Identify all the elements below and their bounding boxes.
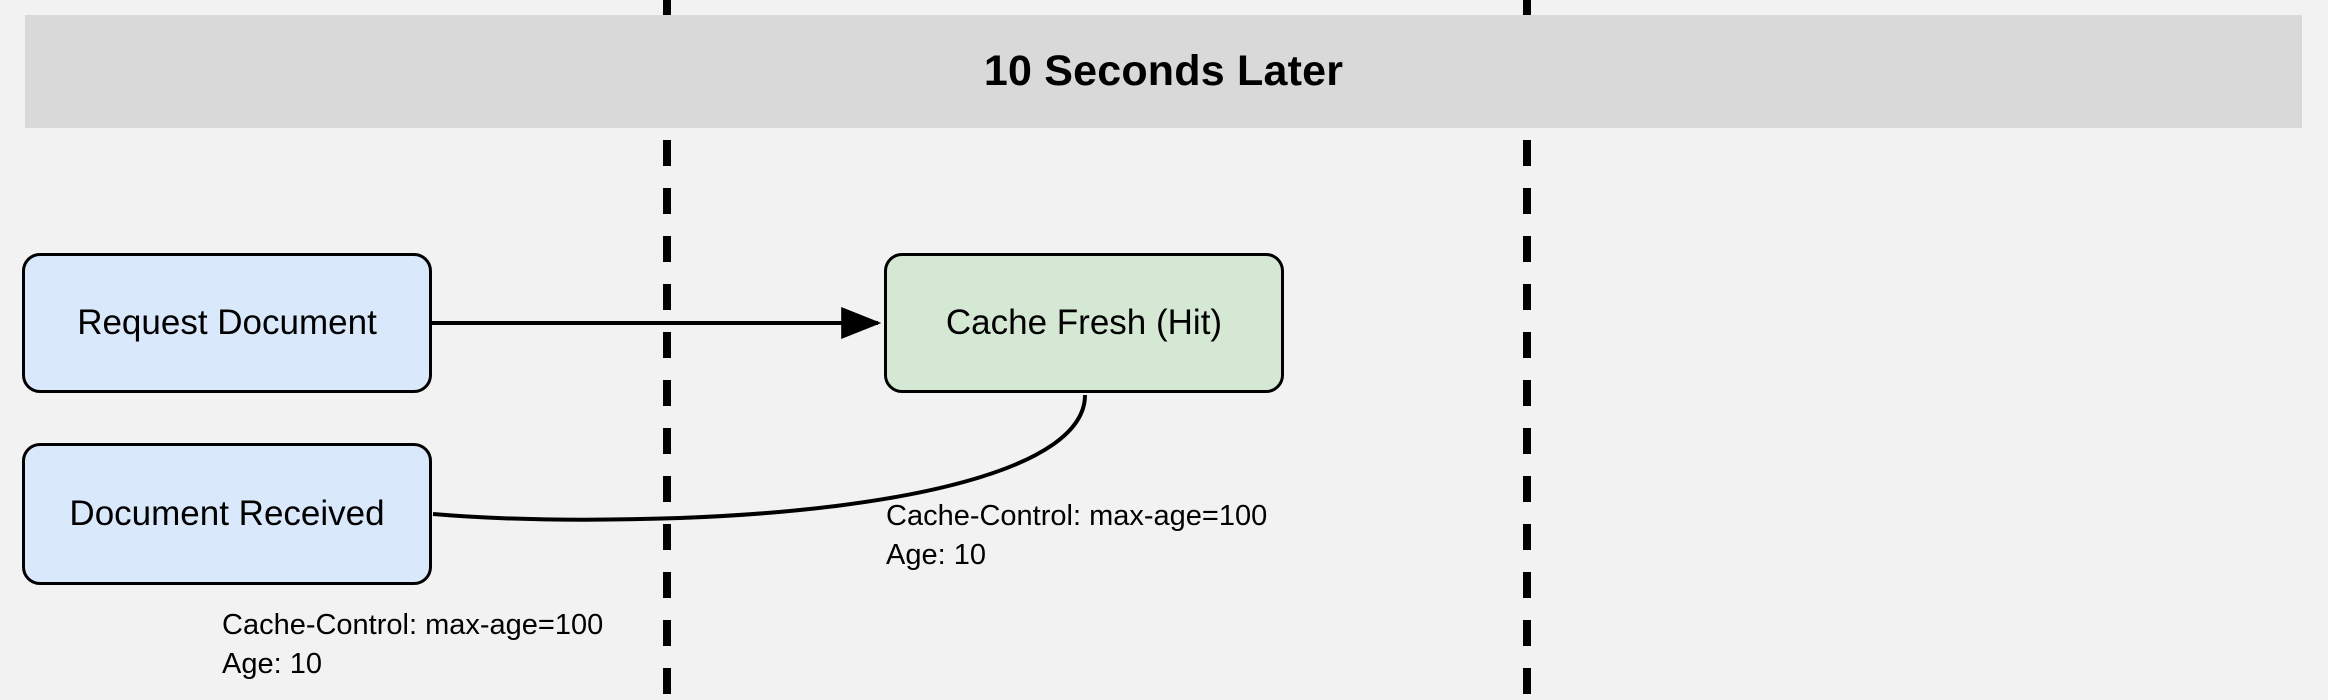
node-cache-fresh[interactable]: Cache Fresh (Hit) <box>884 253 1284 393</box>
node-cache-fresh-label: Cache Fresh (Hit) <box>945 302 1223 342</box>
node-request-document[interactable]: Request Document <box>22 253 432 393</box>
node-document-received[interactable]: Document Received <box>22 443 432 585</box>
annotation-cache-hit-line2: Age: 10 <box>886 538 986 571</box>
annotation-origin-response-line1: Cache-Control: max-age=100 <box>222 609 604 641</box>
node-document-received-label: Document Received <box>69 493 385 533</box>
edge-cache-to-document-received <box>432 394 1087 522</box>
annotation-cache-hit-line1: Cache-Control: max-age=100 <box>886 500 1268 532</box>
annotation-origin-response-headers: Cache-Control: max-age=100 Age: 10 <box>222 606 603 684</box>
annotation-origin-response-line2: Age: 10 <box>222 647 322 680</box>
node-request-document-label: Request Document <box>77 302 377 342</box>
section-header-band: 10 Seconds Later <box>25 15 2302 128</box>
annotation-cache-hit-headers: Cache-Control: max-age=100 Age: 10 <box>886 497 1267 575</box>
page-title: 10 Seconds Later <box>983 47 1344 95</box>
